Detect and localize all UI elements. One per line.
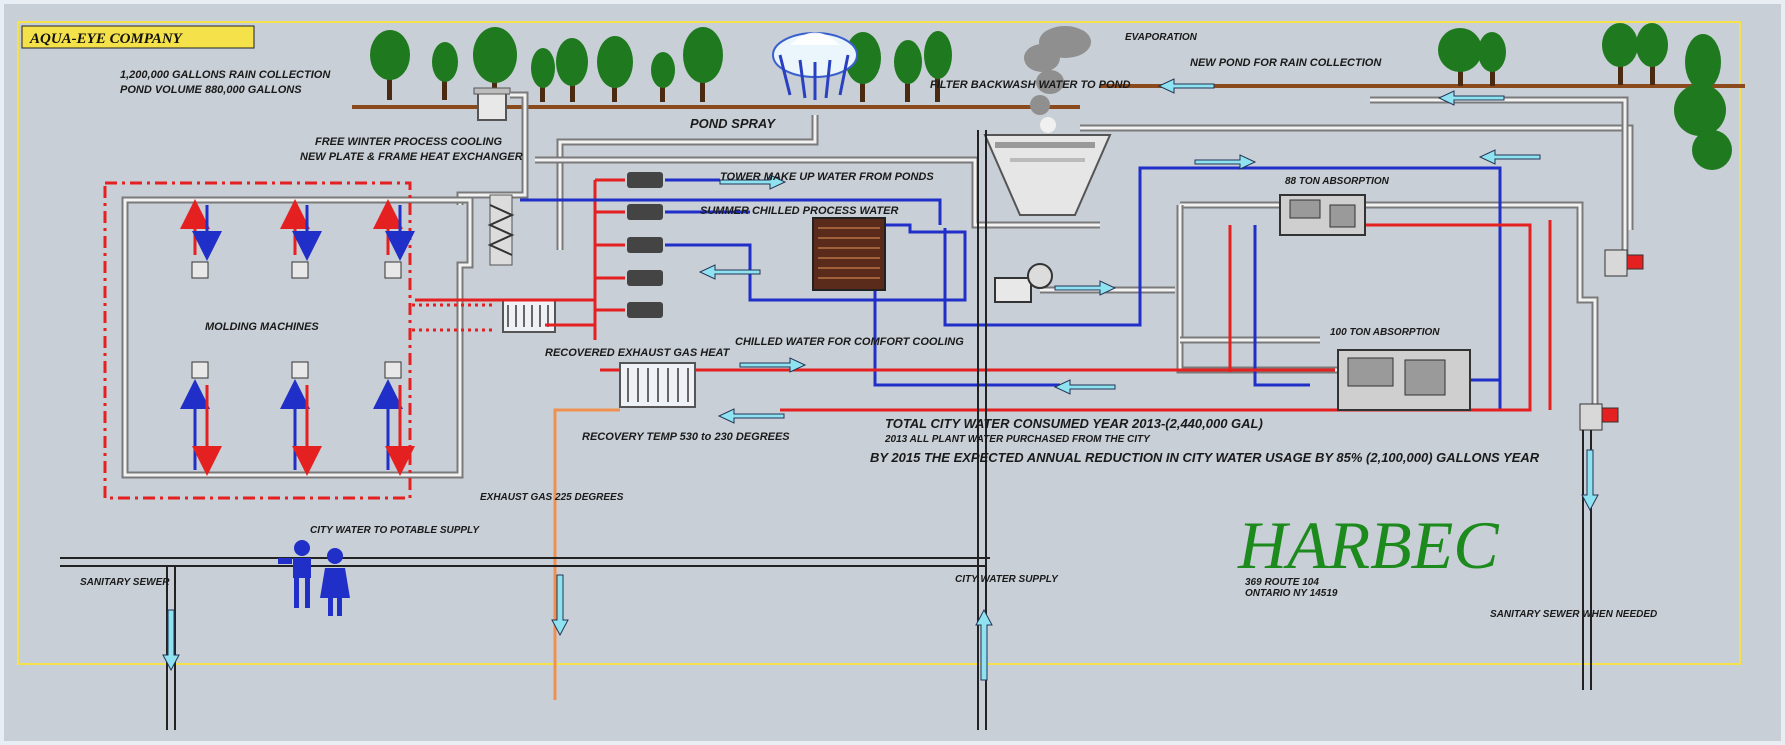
tower-pump: [994, 263, 1053, 303]
machine-icon: [384, 361, 402, 379]
tree-icon: [473, 27, 517, 102]
comfort-cooling-unit: [812, 217, 886, 291]
pump-icon: [627, 270, 663, 286]
tree-icon: [1438, 28, 1482, 86]
new-plate-label: NEW PLATE & FRAME HEAT EXCHANGER: [300, 151, 523, 163]
tree-icon: [1478, 32, 1506, 86]
valve-icon: [1579, 403, 1619, 431]
machine-icon: [384, 261, 402, 279]
pond-volume-label: POND VOLUME 880,000 GALLONS: [120, 84, 302, 96]
tree-row: [370, 23, 1732, 170]
molding-area-boundary: [103, 181, 412, 500]
machine-icon: [291, 361, 309, 379]
city-potable-label: CITY WATER TO POTABLE SUPPLY: [310, 525, 480, 536]
evaporation-label: EVAPORATION: [1125, 32, 1198, 43]
valve-icon: [1604, 249, 1644, 277]
tree-icon: [370, 30, 410, 100]
flow-arrows: [162, 78, 1599, 681]
company-name: AQUA-EYE COMPANY: [29, 31, 184, 47]
chilled-comfort-label: CHILLED WATER FOR COMFORT COOLING: [735, 336, 964, 348]
exhaust-heat-exchanger: [619, 362, 696, 408]
potable-users-icon: [278, 540, 350, 616]
recovered-exhaust-label: RECOVERED EXHAUST GAS HEAT: [545, 347, 731, 359]
sanitary-when-label: SANITARY SEWER WHEN NEEDED: [1490, 609, 1657, 620]
company-badge: [21, 25, 255, 49]
all-plant-label: 2013 ALL PLANT WATER PURCHASED FROM THE …: [884, 434, 1151, 445]
tree-icon: [531, 48, 555, 102]
plate-frame-heat-exchanger: [487, 194, 515, 266]
new-pond-label: NEW POND FOR RAIN COLLECTION: [1190, 57, 1382, 69]
total-city-label: TOTAL CITY WATER CONSUMED YEAR 2013-(2,4…: [885, 416, 1263, 431]
exhaust-gas-label: EXHAUST GAS 225 DEGREES: [480, 492, 624, 503]
tree-icon: [597, 36, 633, 102]
tree-icon: [683, 27, 723, 102]
cooling-tower: [983, 134, 1112, 216]
pump-icon: [627, 172, 663, 188]
ton100-label: 100 TON ABSORPTION: [1330, 327, 1440, 338]
steam-icon: [1024, 26, 1091, 133]
pond-spray-fountain: [772, 32, 858, 100]
recovery-temp-label: RECOVERY TEMP 530 to 230 DEGREES: [582, 431, 790, 443]
molding-machines-top: [180, 199, 415, 279]
rain-tank: [473, 87, 511, 121]
pond-spray-label: POND SPRAY: [690, 116, 776, 131]
pump-manifold: [415, 172, 663, 340]
tower-makeup-label: TOWER MAKE UP WATER FROM PONDS: [720, 171, 934, 183]
pump-icon: [627, 204, 663, 220]
machine-icon: [291, 261, 309, 279]
sanitary-sewer-label: SANITARY SEWER: [80, 577, 170, 588]
tree-icon: [1602, 23, 1638, 85]
tree-icon: [845, 32, 881, 102]
blue-process-lines: [520, 166, 1502, 410]
tree-icon: [1636, 23, 1668, 85]
pump-icon: [627, 302, 663, 318]
process-heat-exchanger: [502, 299, 556, 333]
rain-collection-label: 1,200,000 GALLONS RAIN COLLECTION: [120, 69, 331, 81]
yellow-border: [17, 21, 1741, 665]
ton88-label: 88 TON ABSORPTION: [1285, 176, 1390, 187]
free-winter-label: FREE WINTER PROCESS COOLING: [315, 136, 502, 148]
tree-icon: [924, 31, 952, 102]
molding-label: MOLDING MACHINES: [205, 321, 319, 333]
tree-icon: [556, 38, 588, 102]
chiller-100-ton: [1337, 349, 1471, 411]
red-hot-lines: [600, 220, 1552, 412]
exhaust-gas-line: [553, 408, 620, 700]
city-supply-label: CITY WATER SUPPLY: [955, 574, 1059, 585]
summer-chilled-label: SUMMER CHILLED PROCESS WATER: [700, 205, 898, 217]
filter-backwash-label: FILTER BACKWASH WATER TO POND: [930, 79, 1130, 91]
harbec-logo: HARBEC: [1237, 507, 1499, 583]
machine-icon: [191, 261, 209, 279]
tree-icon: [651, 52, 675, 102]
address-line-1: 369 ROUTE 104: [1245, 577, 1319, 588]
chiller-88-ton: [1279, 194, 1366, 236]
by-2015-label: BY 2015 THE EXPECTED ANNUAL REDUCTION IN…: [870, 450, 1540, 465]
tree-icon: [894, 40, 922, 102]
molding-machines-bottom: [180, 361, 415, 476]
machine-icon: [191, 361, 209, 379]
tree-icon: [432, 42, 458, 100]
address-line-2: ONTARIO NY 14519: [1245, 588, 1338, 599]
tree-icon: [1674, 34, 1732, 170]
pump-icon: [627, 237, 663, 253]
